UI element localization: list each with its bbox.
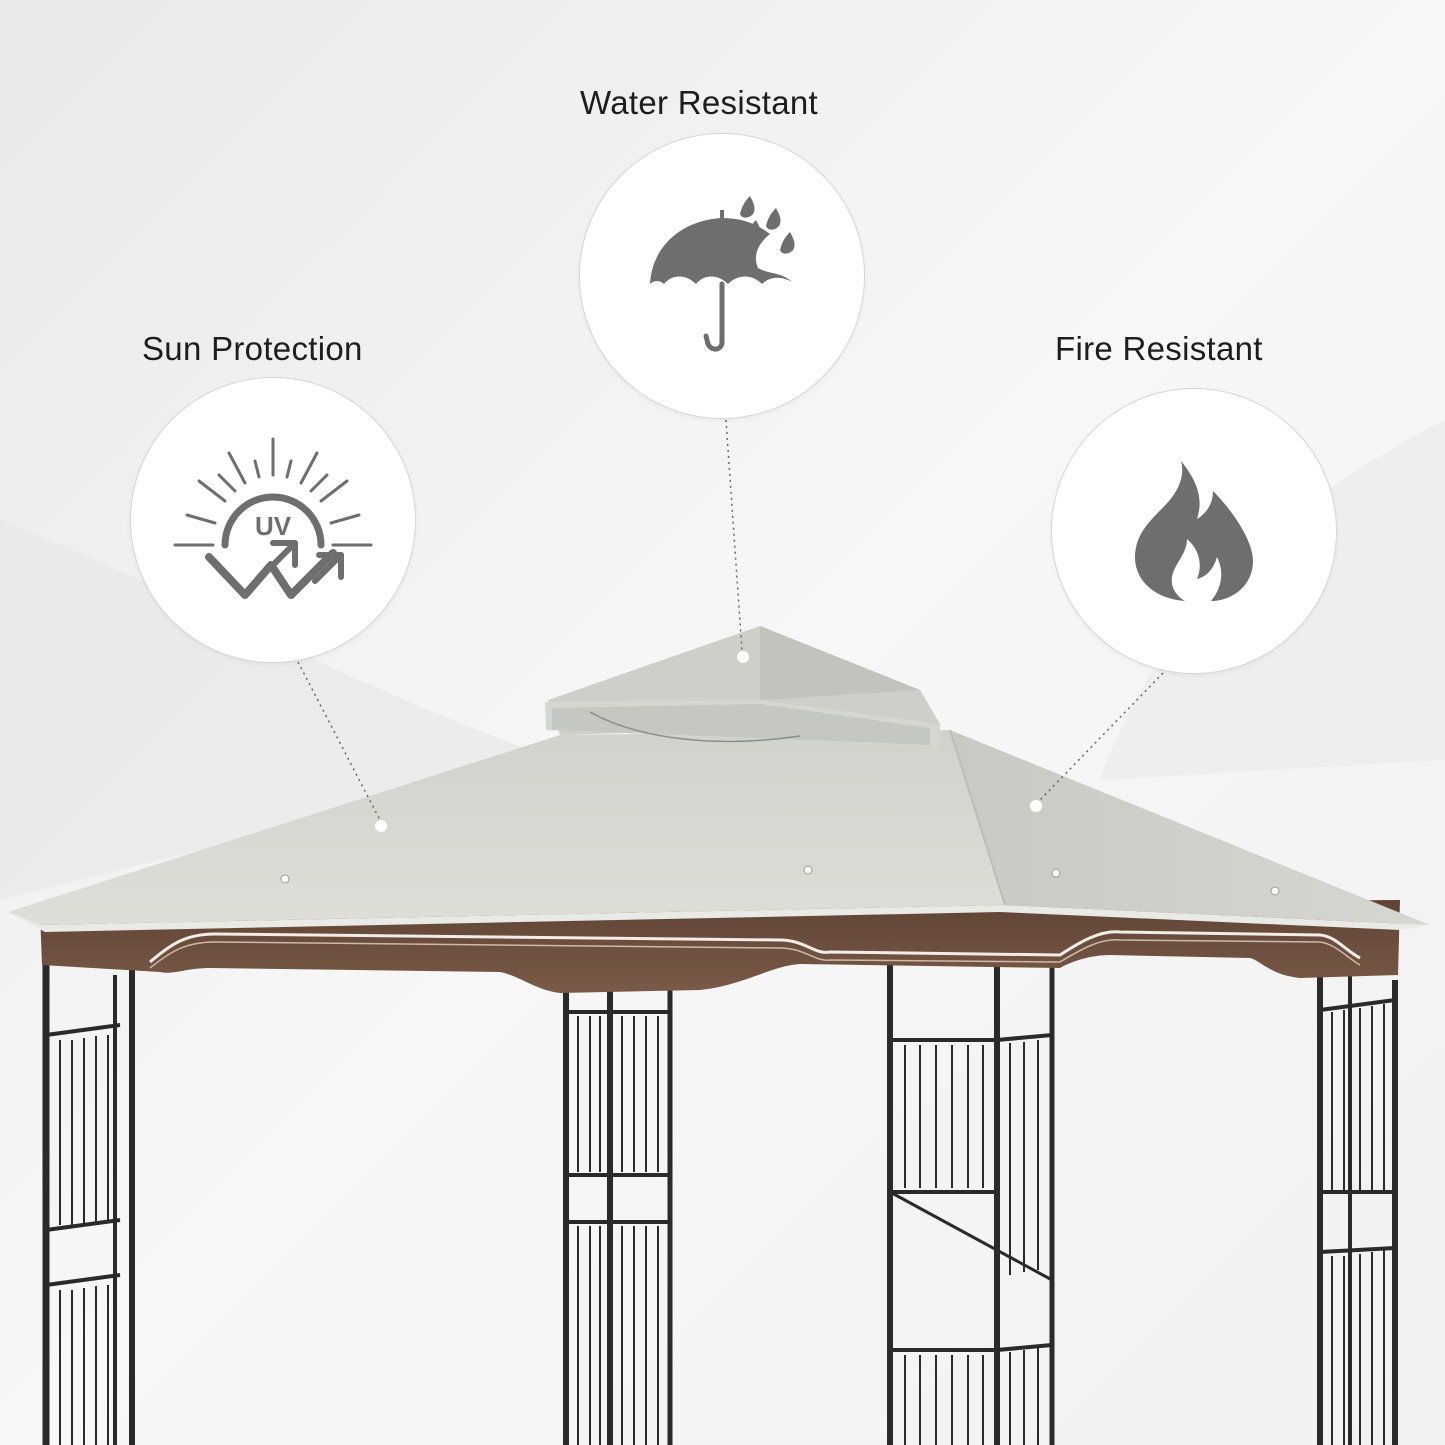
flame-icon [1135,461,1253,601]
water-resistant-label: Water Resistant [580,84,819,121]
sun-protection-badge: UV [131,378,415,662]
canopy-roof-right [950,730,1430,925]
uv-sun-icon: UV [173,437,373,599]
umbrella-rain-icon [650,196,795,352]
fire-resistant-label: Fire Resistant [1055,330,1263,367]
marker-dot-sun [375,820,387,832]
marker-dot-water [737,651,749,663]
canopy-roof-left [8,730,1005,925]
marker-dot-fire [1030,800,1042,812]
gazebo-frame [42,945,1398,1445]
fire-resistant-badge [1052,389,1336,673]
sun-protection-label: Sun Protection [142,330,363,367]
water-resistant-badge [580,134,864,418]
uv-text: UV [255,511,292,541]
